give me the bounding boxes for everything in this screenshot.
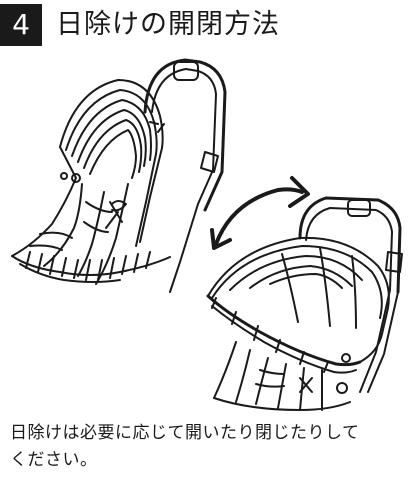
stroller-canopy-open-icon [206,196,403,411]
canopy-illustration [11,58,403,411]
instruction-line-1: 日除けは必要に応じて開いたり閉じたりして [10,423,360,443]
stroller-canopy-folded-icon [11,58,227,293]
step-number-badge: 4 [0,4,42,46]
instruction-line-2: ください。 [10,450,98,470]
step-header: 4 日除けの開閉方法 [0,0,415,52]
step-title: 日除けの開閉方法 [56,9,280,40]
curved-double-arrow-icon [210,176,310,250]
instruction-text: 日除けは必要に応じて開いたり閉じたりして ください。 [10,420,410,474]
